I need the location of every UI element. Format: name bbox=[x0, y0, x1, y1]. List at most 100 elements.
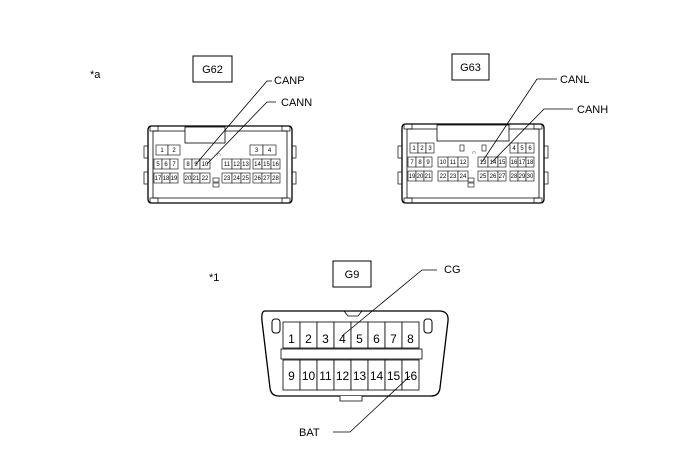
g9-key-notch bbox=[343, 310, 363, 317]
g9-leader-bottom bbox=[333, 375, 411, 433]
g63-corner-tab bbox=[403, 123, 413, 130]
g63-pin: 22 bbox=[440, 174, 447, 180]
g63-pin: 14 bbox=[490, 160, 497, 166]
g9-pin: 14 bbox=[370, 369, 384, 383]
g9-center-divider bbox=[280, 348, 423, 360]
g63-pin: 16 bbox=[511, 160, 518, 166]
g9-title-box bbox=[332, 260, 372, 288]
g63-side-rib bbox=[397, 171, 403, 185]
g62-side-rib bbox=[143, 171, 149, 185]
g62-pin: 19 bbox=[171, 176, 178, 182]
g62-corner-tab bbox=[281, 197, 291, 204]
g63-pin: 11 bbox=[450, 160, 457, 166]
g62-pin: 22 bbox=[202, 176, 209, 182]
g63-corner-tab bbox=[533, 123, 543, 130]
g9-pin: 7 bbox=[390, 332, 397, 346]
g9-pin: 13 bbox=[353, 369, 367, 383]
g63-pin: 7 bbox=[410, 160, 414, 166]
g62-pin: 25 bbox=[242, 176, 249, 182]
g62-pin: 7 bbox=[172, 162, 176, 168]
g62-pin: 8 bbox=[186, 162, 190, 168]
g62-title-box bbox=[192, 55, 233, 83]
g62-corner-tab bbox=[281, 125, 291, 132]
g62-signal-label-2: CANN bbox=[281, 97, 312, 109]
g9-pin: 15 bbox=[387, 369, 401, 383]
g62-pin: 2 bbox=[172, 148, 176, 154]
g9-guide-left bbox=[271, 318, 281, 334]
g63-pin: 18 bbox=[527, 160, 534, 166]
g63-key-mark: ∩ bbox=[472, 150, 476, 156]
g63-pin: 10 bbox=[440, 160, 447, 166]
g62-pin: 15 bbox=[263, 162, 270, 168]
g62-title: G62 bbox=[202, 64, 223, 76]
g63-pin: 5 bbox=[520, 146, 524, 152]
g9-signal-label-top: CG bbox=[444, 264, 461, 276]
g62-pin: 9 bbox=[194, 162, 198, 168]
g63-side-rib bbox=[397, 145, 403, 159]
g9-bottom-tab bbox=[339, 396, 363, 402]
g63-signal-label-2: CANH bbox=[577, 104, 608, 116]
g62-key-mark: ∩ bbox=[217, 152, 221, 158]
g63-pin: 20 bbox=[417, 174, 424, 180]
g62-key-slot bbox=[212, 182, 220, 188]
view-marker-1: *1 bbox=[209, 272, 219, 284]
g9-pin: 9 bbox=[288, 369, 295, 383]
g63-key-slot bbox=[459, 144, 465, 152]
g62-signal-label-1: CANP bbox=[274, 75, 305, 87]
g62-corner-tab bbox=[149, 125, 159, 132]
g9-pin: 6 bbox=[373, 332, 380, 346]
g9-leader-top bbox=[341, 269, 437, 337]
g9-pin: 2 bbox=[305, 332, 312, 346]
g62-pin: 28 bbox=[272, 176, 279, 182]
g63-pin: 23 bbox=[450, 174, 457, 180]
g62-pin: 21 bbox=[193, 176, 200, 182]
g63-leader-1 bbox=[481, 78, 557, 163]
g63-latch bbox=[436, 124, 510, 142]
g62-side-rib bbox=[291, 171, 297, 185]
g63-pin: 19 bbox=[409, 174, 416, 180]
g62-pin: 23 bbox=[224, 176, 231, 182]
g9-pin: 3 bbox=[322, 332, 329, 346]
g62-pin: 4 bbox=[268, 148, 272, 154]
g9-signal-label-bottom: BAT bbox=[299, 427, 320, 439]
g63-pin: 8 bbox=[418, 160, 422, 166]
g63-side-rib bbox=[543, 171, 549, 185]
g62-pin: 13 bbox=[242, 162, 249, 168]
g9-pin: 8 bbox=[407, 332, 414, 346]
g63-corner-tab bbox=[533, 197, 543, 204]
g63-pin: 9 bbox=[426, 160, 430, 166]
g62-corner-tab bbox=[149, 197, 159, 204]
g63-key-slot bbox=[481, 144, 487, 152]
g63-pin: 30 bbox=[527, 174, 534, 180]
g9-pin: 1 bbox=[288, 332, 295, 346]
g63-title-box bbox=[451, 53, 490, 81]
connector-g62: G62 ∩ 1 2 3 4 5 6 7 8 9 bbox=[143, 55, 312, 204]
g63-pin: 26 bbox=[490, 174, 497, 180]
g9-pin: 10 bbox=[302, 369, 316, 383]
g9-pin: 11 bbox=[319, 369, 332, 383]
g9-title: G9 bbox=[345, 269, 360, 281]
connector-g9: G9 1 2 3 4 5 6 7 8 9 10 bbox=[261, 260, 461, 439]
g62-key-slot bbox=[212, 177, 220, 183]
g62-pin: 24 bbox=[233, 176, 240, 182]
g62-latch bbox=[184, 126, 226, 144]
g9-pin: 16 bbox=[404, 369, 418, 383]
g9-pin: 5 bbox=[356, 332, 363, 346]
g62-pin: 16 bbox=[272, 162, 279, 168]
g63-pin: 17 bbox=[519, 160, 526, 166]
g9-guide-right bbox=[423, 318, 433, 334]
g63-side-rib bbox=[543, 145, 549, 159]
g63-pin: 15 bbox=[499, 160, 506, 166]
g63-pin: 24 bbox=[460, 174, 467, 180]
g63-pin: 13 bbox=[480, 160, 487, 166]
g62-side-rib bbox=[143, 145, 149, 159]
g62-pin: 3 bbox=[255, 148, 259, 154]
g62-pin: 20 bbox=[185, 176, 192, 182]
g63-pin: 29 bbox=[519, 174, 526, 180]
g62-pin: 26 bbox=[254, 176, 261, 182]
g62-side-rib bbox=[291, 145, 297, 159]
g63-pin: 1 bbox=[412, 146, 416, 152]
g62-leader-2 bbox=[206, 101, 276, 165]
g62-pin: 27 bbox=[263, 176, 270, 182]
